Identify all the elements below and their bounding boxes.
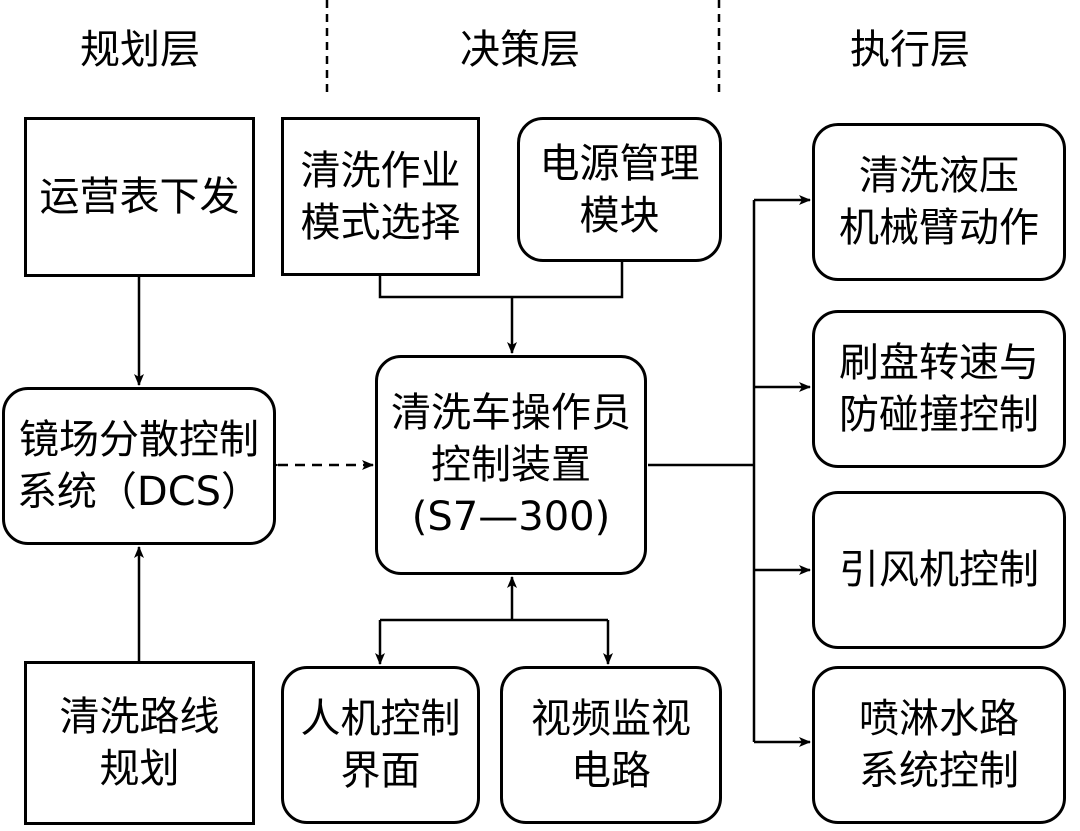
layer-title-decision: 决策层 [460,27,580,73]
box-mode-select-line-1: 清洗作业 [300,147,461,194]
box-brush-control-line-2: 防碰撞控制 [839,392,1039,438]
box-power-management: 电源管理 模块 [517,117,722,262]
layer-title-execution: 执行层 [850,27,970,73]
box-hydraulic-arm-line-1: 清洗液压 [859,153,1019,199]
connector-mode-power-merge [378,262,624,299]
box-schedule-dispatch-line-1: 运营表下发 [39,174,240,220]
box-power-management-line-2: 模块 [579,192,660,239]
box-hmi-line-1: 人机控制 [300,696,461,742]
box-hmi: 人机控制 界面 [281,666,480,824]
box-power-management-line-1: 电源管理 [539,140,700,187]
box-schedule-dispatch: 运营表下发 [24,117,255,277]
box-fan-control: 引风机控制 [812,491,1066,649]
box-operator-controller-line-3: (S7—300) [411,494,611,540]
box-operator-controller-line-1: 清洗车操作员 [391,390,631,436]
box-brush-control-line-1: 刷盘转速与 [839,340,1039,386]
box-cleaning-route: 清洗路线 规划 [24,661,255,825]
layer-title-planning: 规划层 [80,27,200,73]
box-cleaning-route-line-2: 规划 [99,746,180,792]
box-video-monitor-line-2: 电路 [571,748,651,794]
box-video-monitor: 视频监视 电路 [500,666,722,824]
box-spray-control-line-2: 系统控制 [859,748,1019,794]
box-spray-control: 喷淋水路 系统控制 [812,666,1066,824]
box-hydraulic-arm: 清洗液压 机械臂动作 [812,123,1066,281]
box-hmi-line-2: 界面 [340,748,421,794]
box-cleaning-route-line-1: 清洗路线 [59,694,220,740]
box-spray-control-line-1: 喷淋水路 [859,696,1019,742]
box-dcs-line-1: 镜场分散控制 [19,417,259,463]
box-video-monitor-line-1: 视频监视 [531,696,691,742]
box-brush-control: 刷盘转速与 防碰撞控制 [812,310,1066,468]
box-dcs-line-2: 系统（DCS） [16,469,262,515]
box-mode-select: 清洗作业 模式选择 [281,117,480,276]
box-fan-control-line-1: 引风机控制 [839,547,1039,593]
box-operator-controller-line-2: 控制装置 [431,442,591,488]
box-dcs: 镜场分散控制 系统（DCS） [2,387,276,545]
box-operator-controller: 清洗车操作员 控制装置 (S7—300) [375,355,647,575]
box-mode-select-line-2: 模式选择 [300,199,461,246]
box-hydraulic-arm-line-2: 机械臂动作 [839,205,1039,251]
